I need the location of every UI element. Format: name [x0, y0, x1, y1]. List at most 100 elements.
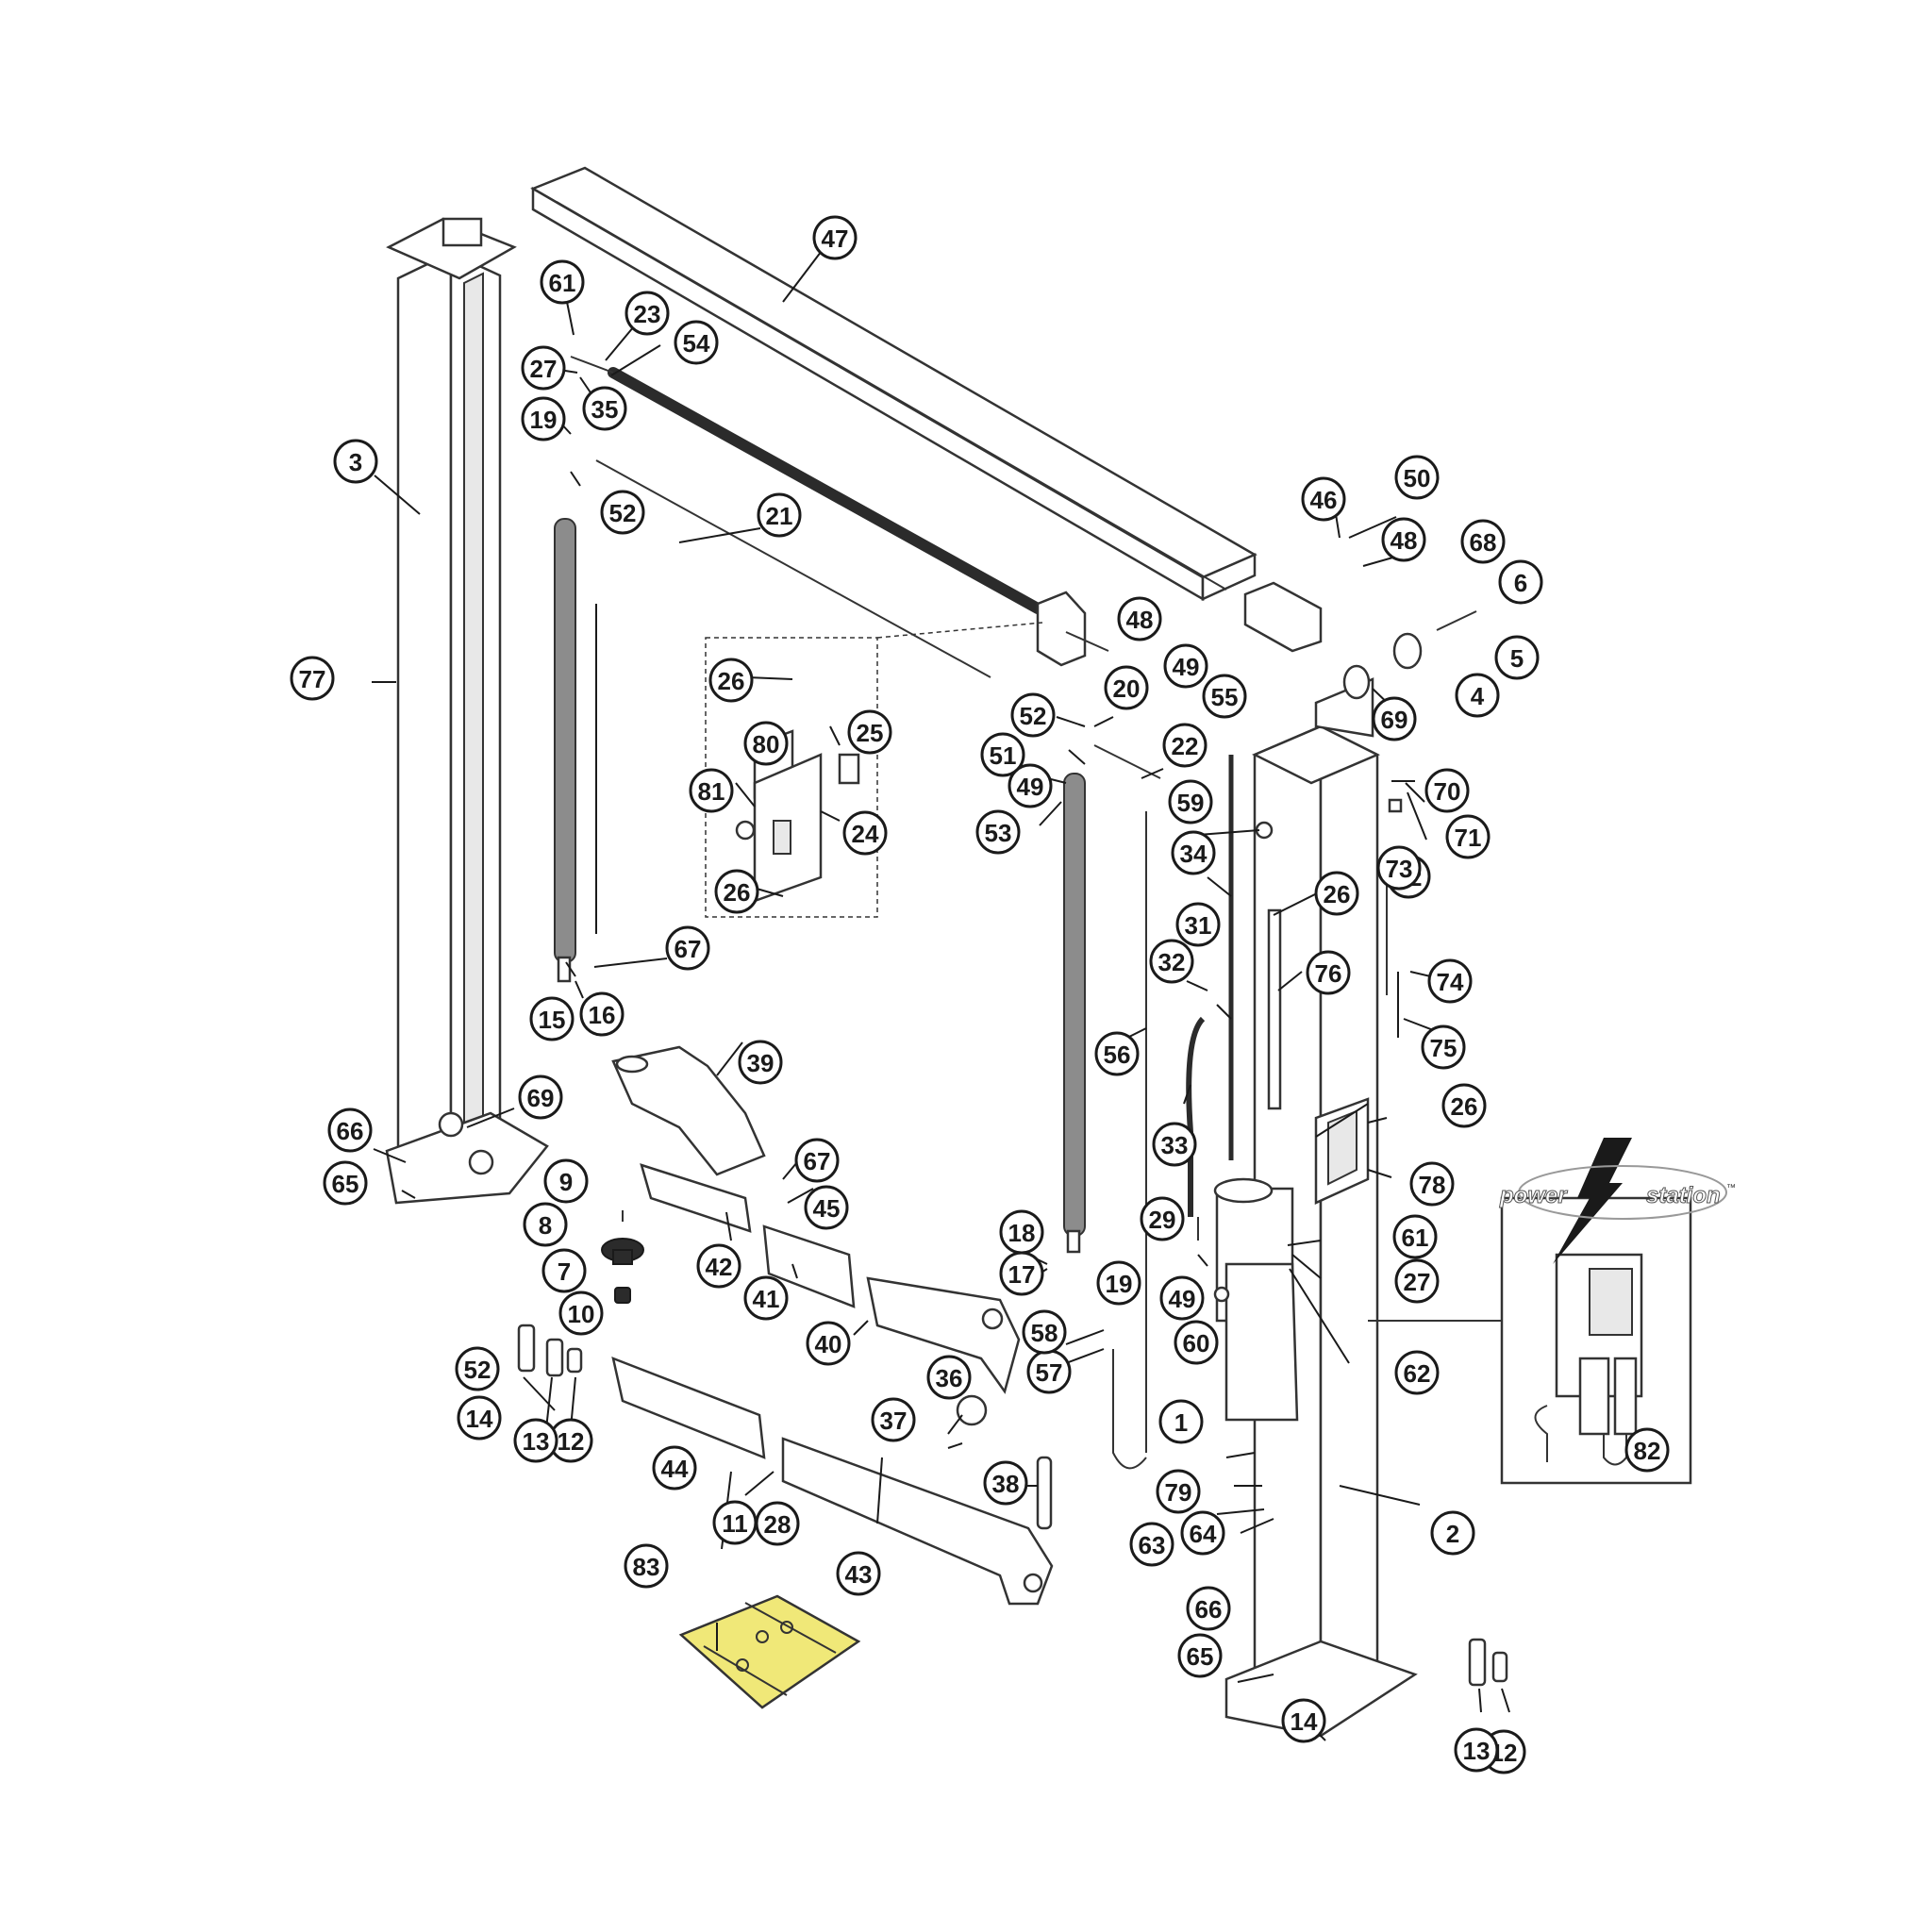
callout-label: 26	[1451, 1092, 1478, 1121]
callout-balloon	[847, 709, 892, 755]
callout-65: 65	[1177, 1633, 1223, 1678]
callout-33: 33	[1152, 1122, 1197, 1167]
callout-balloon	[1421, 1024, 1466, 1070]
callout-label: 7	[558, 1257, 571, 1286]
callout-balloon	[1381, 517, 1426, 562]
callout-balloon	[1152, 1122, 1197, 1167]
callout-balloon	[1494, 635, 1540, 680]
callout-label: 75	[1430, 1034, 1457, 1062]
callout-label: 66	[337, 1117, 364, 1145]
callout-50: 50	[1394, 455, 1440, 500]
callout-balloon	[1454, 1727, 1499, 1773]
arm-40	[866, 1276, 1021, 1394]
callout-balloon	[455, 1346, 500, 1391]
callout-label: 26	[718, 667, 745, 695]
callout-label: 62	[1404, 1359, 1431, 1388]
callout-label: 64	[1190, 1520, 1217, 1548]
callout-label: 76	[1315, 959, 1342, 988]
callout-balloon	[755, 1501, 800, 1546]
cable-bracket-part	[1036, 591, 1109, 667]
callout-label: 40	[815, 1330, 842, 1358]
callout-label: 19	[1106, 1270, 1133, 1298]
callout-balloon	[1008, 763, 1053, 808]
callout-38: 38	[983, 1460, 1028, 1506]
callout-label: 27	[530, 355, 558, 383]
callout-1: 1	[1158, 1399, 1204, 1444]
callout-balloon	[689, 768, 734, 813]
callout-58: 58	[1022, 1309, 1067, 1355]
callout-balloon	[674, 320, 719, 365]
callout-76: 76	[1306, 950, 1351, 995]
callout-6: 6	[1498, 559, 1543, 605]
callout-31: 31	[1175, 902, 1221, 947]
power-station-logo: power station ™	[1499, 1138, 1736, 1264]
callout-7: 7	[541, 1248, 587, 1293]
overhead-beam-part	[530, 166, 1257, 602]
callout-65: 65	[323, 1160, 368, 1206]
callout-balloon	[1301, 476, 1346, 522]
callout-label: 56	[1104, 1041, 1131, 1069]
callout-label: 21	[766, 502, 793, 530]
callout-13: 13	[1454, 1727, 1499, 1773]
callout-41: 41	[743, 1275, 789, 1321]
callout-balloon	[1392, 1214, 1438, 1259]
callout-80: 80	[743, 721, 789, 766]
callout-balloon	[812, 215, 858, 260]
callout-label: 4	[1471, 682, 1485, 710]
callout-label: 25	[857, 719, 884, 747]
callout-55: 55	[1202, 674, 1247, 719]
callout-balloon	[1156, 1469, 1201, 1514]
callout-balloon	[543, 1158, 589, 1204]
callout-52: 52	[455, 1346, 500, 1391]
callout-52: 52	[600, 490, 645, 535]
callout-67: 67	[794, 1138, 840, 1183]
callout-balloon	[975, 809, 1021, 855]
callout-balloon	[1096, 1260, 1141, 1306]
callout-label: 12	[558, 1427, 585, 1456]
callout-26: 26	[714, 869, 759, 914]
callout-balloon	[1306, 950, 1351, 995]
callout-balloon	[1445, 814, 1491, 859]
callout-balloon	[1498, 559, 1543, 605]
callout-balloon	[1174, 1320, 1219, 1365]
callout-61: 61	[1392, 1214, 1438, 1259]
callout-balloon	[1455, 673, 1500, 718]
callout-label: 31	[1185, 911, 1212, 940]
lift-pad-part	[601, 1210, 644, 1304]
callout-balloon	[540, 259, 585, 305]
arm-restraint-part	[956, 1349, 1114, 1530]
callout-44: 44	[652, 1445, 697, 1491]
callout-label: 82	[1634, 1437, 1661, 1465]
callout-label: 9	[559, 1168, 573, 1196]
callout-label: 54	[683, 329, 710, 358]
arm-43	[781, 1437, 1054, 1606]
callout-balloon	[1186, 1586, 1231, 1631]
callout-balloon	[665, 925, 710, 971]
callout-balloon	[1180, 1510, 1225, 1556]
callout-26: 26	[708, 658, 754, 703]
callout-label: 39	[747, 1049, 774, 1077]
callout-28: 28	[755, 1501, 800, 1546]
callout-49: 49	[1008, 763, 1053, 808]
callout-balloon	[1376, 845, 1422, 891]
logo-trademark: ™	[1726, 1183, 1736, 1193]
callout-balloon	[743, 1275, 789, 1321]
callout-balloon	[558, 1291, 604, 1336]
motor-bracket-part	[1314, 1097, 1370, 1205]
callout-22: 22	[1162, 723, 1208, 768]
callout-18: 18	[999, 1209, 1044, 1255]
callout-label: 13	[1463, 1737, 1491, 1765]
callout-label: 26	[724, 878, 751, 907]
callout-label: 11	[722, 1509, 748, 1538]
callout-balloon	[600, 490, 645, 535]
callout-77: 77	[290, 656, 335, 701]
callout-balloon	[871, 1397, 916, 1442]
callout-label: 23	[634, 300, 661, 328]
callout-balloon	[714, 869, 759, 914]
callout-19: 19	[521, 396, 566, 441]
callout-label: 48	[1391, 526, 1418, 555]
callout-balloon	[794, 1138, 840, 1183]
callout-64: 64	[1180, 1510, 1225, 1556]
callout-label: 53	[985, 819, 1012, 847]
callout-label: 70	[1434, 777, 1461, 806]
